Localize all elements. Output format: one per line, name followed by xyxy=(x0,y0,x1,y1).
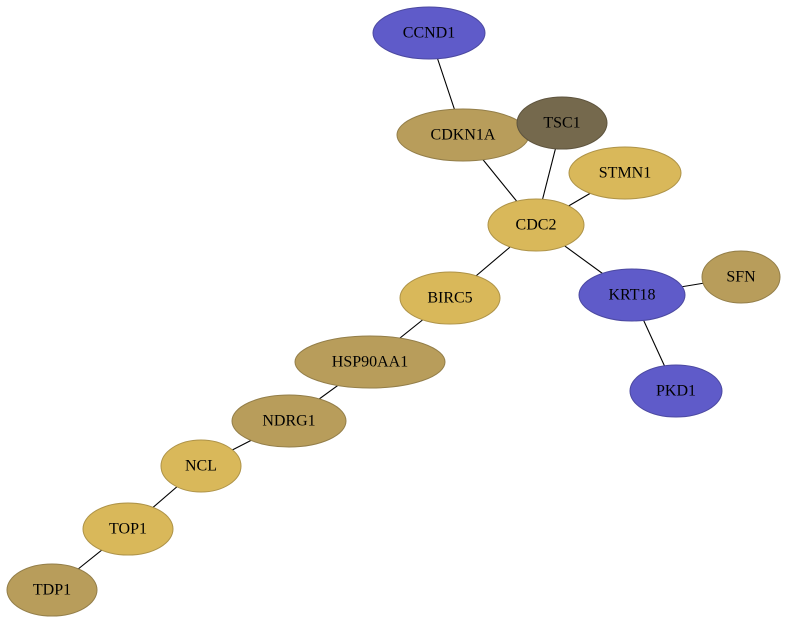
node-label-sfn: SFN xyxy=(726,269,756,286)
node-label-birc5: BIRC5 xyxy=(427,290,472,307)
node-tsc1[interactable]: TSC1 xyxy=(516,96,608,150)
node-ccnd1[interactable]: CCND1 xyxy=(372,6,486,60)
node-stmn1[interactable]: STMN1 xyxy=(568,146,682,200)
node-ncl[interactable]: NCL xyxy=(160,439,242,493)
node-label-cdc2: CDC2 xyxy=(516,217,557,234)
node-label-pkd1: PKD1 xyxy=(656,383,696,400)
node-shape-birc5[interactable] xyxy=(399,271,501,325)
node-shape-tsc1[interactable] xyxy=(516,96,608,150)
node-cdc2[interactable]: CDC2 xyxy=(487,198,585,252)
node-shape-tdp1[interactable] xyxy=(6,563,98,617)
node-shape-top1[interactable] xyxy=(82,502,174,556)
node-label-ccnd1: CCND1 xyxy=(403,25,455,42)
node-hsp90aa1[interactable]: HSP90AA1 xyxy=(294,335,446,389)
node-label-ndrg1: NDRG1 xyxy=(262,413,315,430)
node-label-top1: TOP1 xyxy=(109,521,147,538)
node-label-hsp90aa1: HSP90AA1 xyxy=(332,354,408,371)
node-shape-hsp90aa1[interactable] xyxy=(294,335,446,389)
node-shape-pkd1[interactable] xyxy=(629,364,723,418)
node-ndrg1[interactable]: NDRG1 xyxy=(231,394,347,448)
node-cdkn1a[interactable]: CDKN1A xyxy=(396,108,530,162)
node-birc5[interactable]: BIRC5 xyxy=(399,271,501,325)
node-pkd1[interactable]: PKD1 xyxy=(629,364,723,418)
node-shape-stmn1[interactable] xyxy=(568,146,682,200)
node-label-ncl: NCL xyxy=(185,458,217,475)
node-top1[interactable]: TOP1 xyxy=(82,502,174,556)
node-shape-ncl[interactable] xyxy=(160,439,242,493)
node-sfn[interactable]: SFN xyxy=(701,250,781,304)
node-label-krt18: KRT18 xyxy=(608,287,655,304)
node-shape-ccnd1[interactable] xyxy=(372,6,486,60)
node-label-cdkn1a: CDKN1A xyxy=(431,127,496,144)
node-tdp1[interactable]: TDP1 xyxy=(6,563,98,617)
node-label-tsc1: TSC1 xyxy=(543,115,580,132)
node-shape-krt18[interactable] xyxy=(578,268,686,322)
node-shape-cdc2[interactable] xyxy=(487,198,585,252)
node-krt18[interactable]: KRT18 xyxy=(578,268,686,322)
node-shape-sfn[interactable] xyxy=(701,250,781,304)
node-label-tdp1: TDP1 xyxy=(33,582,71,599)
node-shape-ndrg1[interactable] xyxy=(231,394,347,448)
node-label-stmn1: STMN1 xyxy=(599,165,651,182)
